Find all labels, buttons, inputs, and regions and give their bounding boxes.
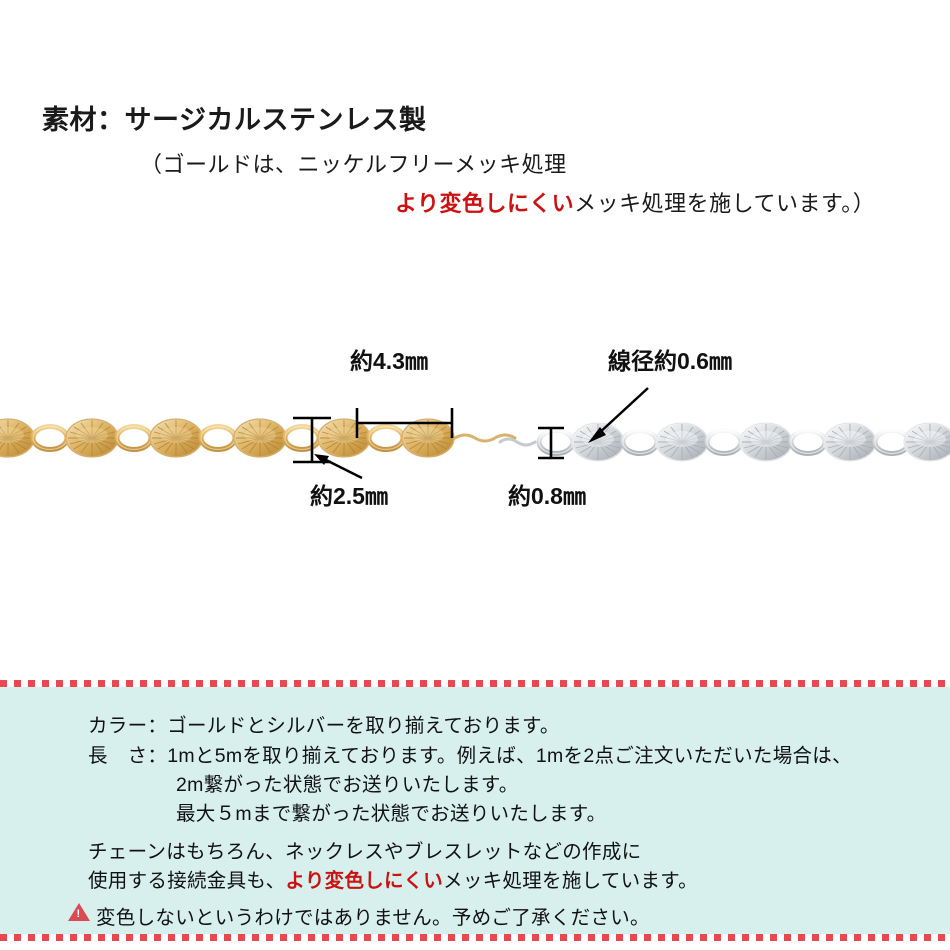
chain-diagram-svg: [0, 387, 950, 480]
usage-info-line-2: 使用する接続金具も、より変色しにくいメッキ処理を施しています。: [88, 864, 698, 893]
silver-chain-illustration: [498, 422, 950, 462]
chain-diagram: 約4.3㎜ 約2.5㎜ 線径約0.6㎜ 約0.8㎜: [0, 330, 950, 670]
material-note-rest: メッキ処理を施しています。）: [574, 191, 876, 216]
gold-width-label: 約4.3㎜: [350, 348, 428, 374]
warning-triangle-icon: [68, 903, 90, 921]
usage-info-line-1: チェーンはもちろん、ネックレスやブレスレットなどの作成に: [88, 841, 642, 863]
dotted-divider-top: [0, 680, 950, 687]
length-info-line-2: 2m繋がった状態でお送りいたします。: [176, 774, 519, 796]
info-panel: カラー：ゴールドとシルバーを取り揃えております。 長 さ：1mと5mを取り揃えて…: [0, 687, 950, 934]
material-heading: 素材：サージカルステンレス製: [42, 105, 427, 135]
gold-height-label: 約2.5㎜: [310, 483, 388, 509]
usage-info-highlight: より変色しにくい: [285, 870, 444, 892]
gold-height-leader-arrow: [314, 454, 363, 480]
silver-height-label: 約0.8㎜: [508, 483, 586, 509]
dotted-divider-bottom: [0, 934, 950, 941]
silver-height-dimension-mark: [538, 426, 564, 460]
gold-chain-illustration: [0, 418, 517, 458]
warning-text: 変色しないというわけではありません。予めご了承ください。: [96, 907, 650, 929]
length-info-line-3: 最大５mまで繋がった状態でお送りいたします。: [176, 803, 607, 825]
material-note-line1: （ゴールドは、ニッケルフリーメッキ処理: [140, 152, 567, 177]
usage-info-prefix: 使用する接続金具も、: [88, 870, 286, 892]
material-section: 素材：サージカルステンレス製 （ゴールドは、ニッケルフリーメッキ処理 より変色し…: [0, 98, 950, 218]
usage-info-suffix: メッキ処理を施しています。: [443, 870, 698, 892]
color-info-line: カラー：ゴールドとシルバーを取り揃えております。: [88, 715, 560, 737]
silver-wire-diameter-label: 線径約0.6㎜: [608, 348, 732, 374]
warning-exclamation-glyph: !: [76, 908, 81, 920]
material-note-highlight: より変色しにくい: [395, 191, 575, 216]
silver-wire-leader-arrow: [588, 387, 649, 443]
gold-width-dimension-mark: [355, 408, 454, 438]
material-note-line2: より変色しにくいメッキ処理を施しています。）: [0, 186, 950, 218]
length-info-line-1: 長 さ：1mと5mを取り揃えております。例えば、1mを2点ご注文いただいた場合は…: [88, 745, 852, 767]
